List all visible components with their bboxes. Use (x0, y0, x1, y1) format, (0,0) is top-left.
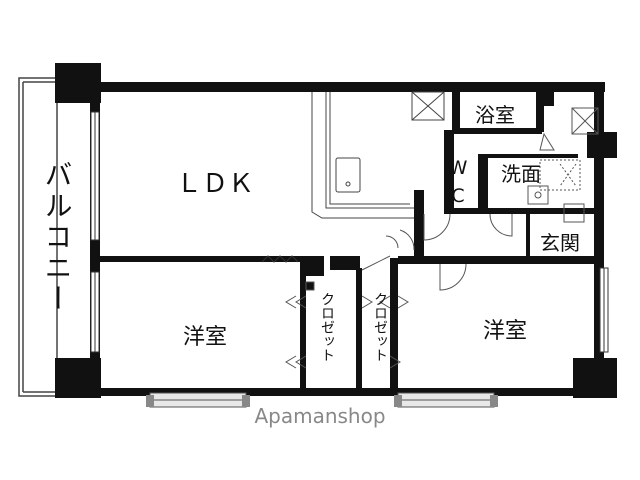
entrance-label: 玄関 (540, 231, 580, 255)
fixtures (527, 107, 599, 223)
ldk-label: ＬＤＫ (176, 169, 254, 199)
wc-label-c: C (451, 185, 464, 207)
bath-label: 浴室 (475, 103, 515, 127)
sliding-door (261, 255, 299, 263)
balcony-windows (90, 111, 100, 353)
western-room-right-label: 洋室 (483, 319, 527, 344)
closet-doors (285, 281, 409, 369)
closet-right-label: クロゼット (372, 292, 388, 362)
kitchen-counter (311, 91, 445, 219)
bottom-windows (146, 392, 498, 408)
balcony-area (18, 77, 58, 397)
wc-label-w: W (449, 157, 468, 179)
interior-walls (100, 92, 600, 388)
columns (55, 63, 617, 398)
door-swings (361, 213, 513, 291)
closet-left-label: クロゼット (319, 292, 335, 362)
right-window (599, 267, 609, 353)
apamanshop-logo: Apamanshop (254, 404, 385, 428)
watermark-text: Apamanshop (254, 404, 385, 428)
washroom-label: 洗面 (501, 162, 541, 186)
balcony-label: バルコニー (41, 160, 74, 315)
western-room-left-label: 洋室 (183, 325, 227, 350)
